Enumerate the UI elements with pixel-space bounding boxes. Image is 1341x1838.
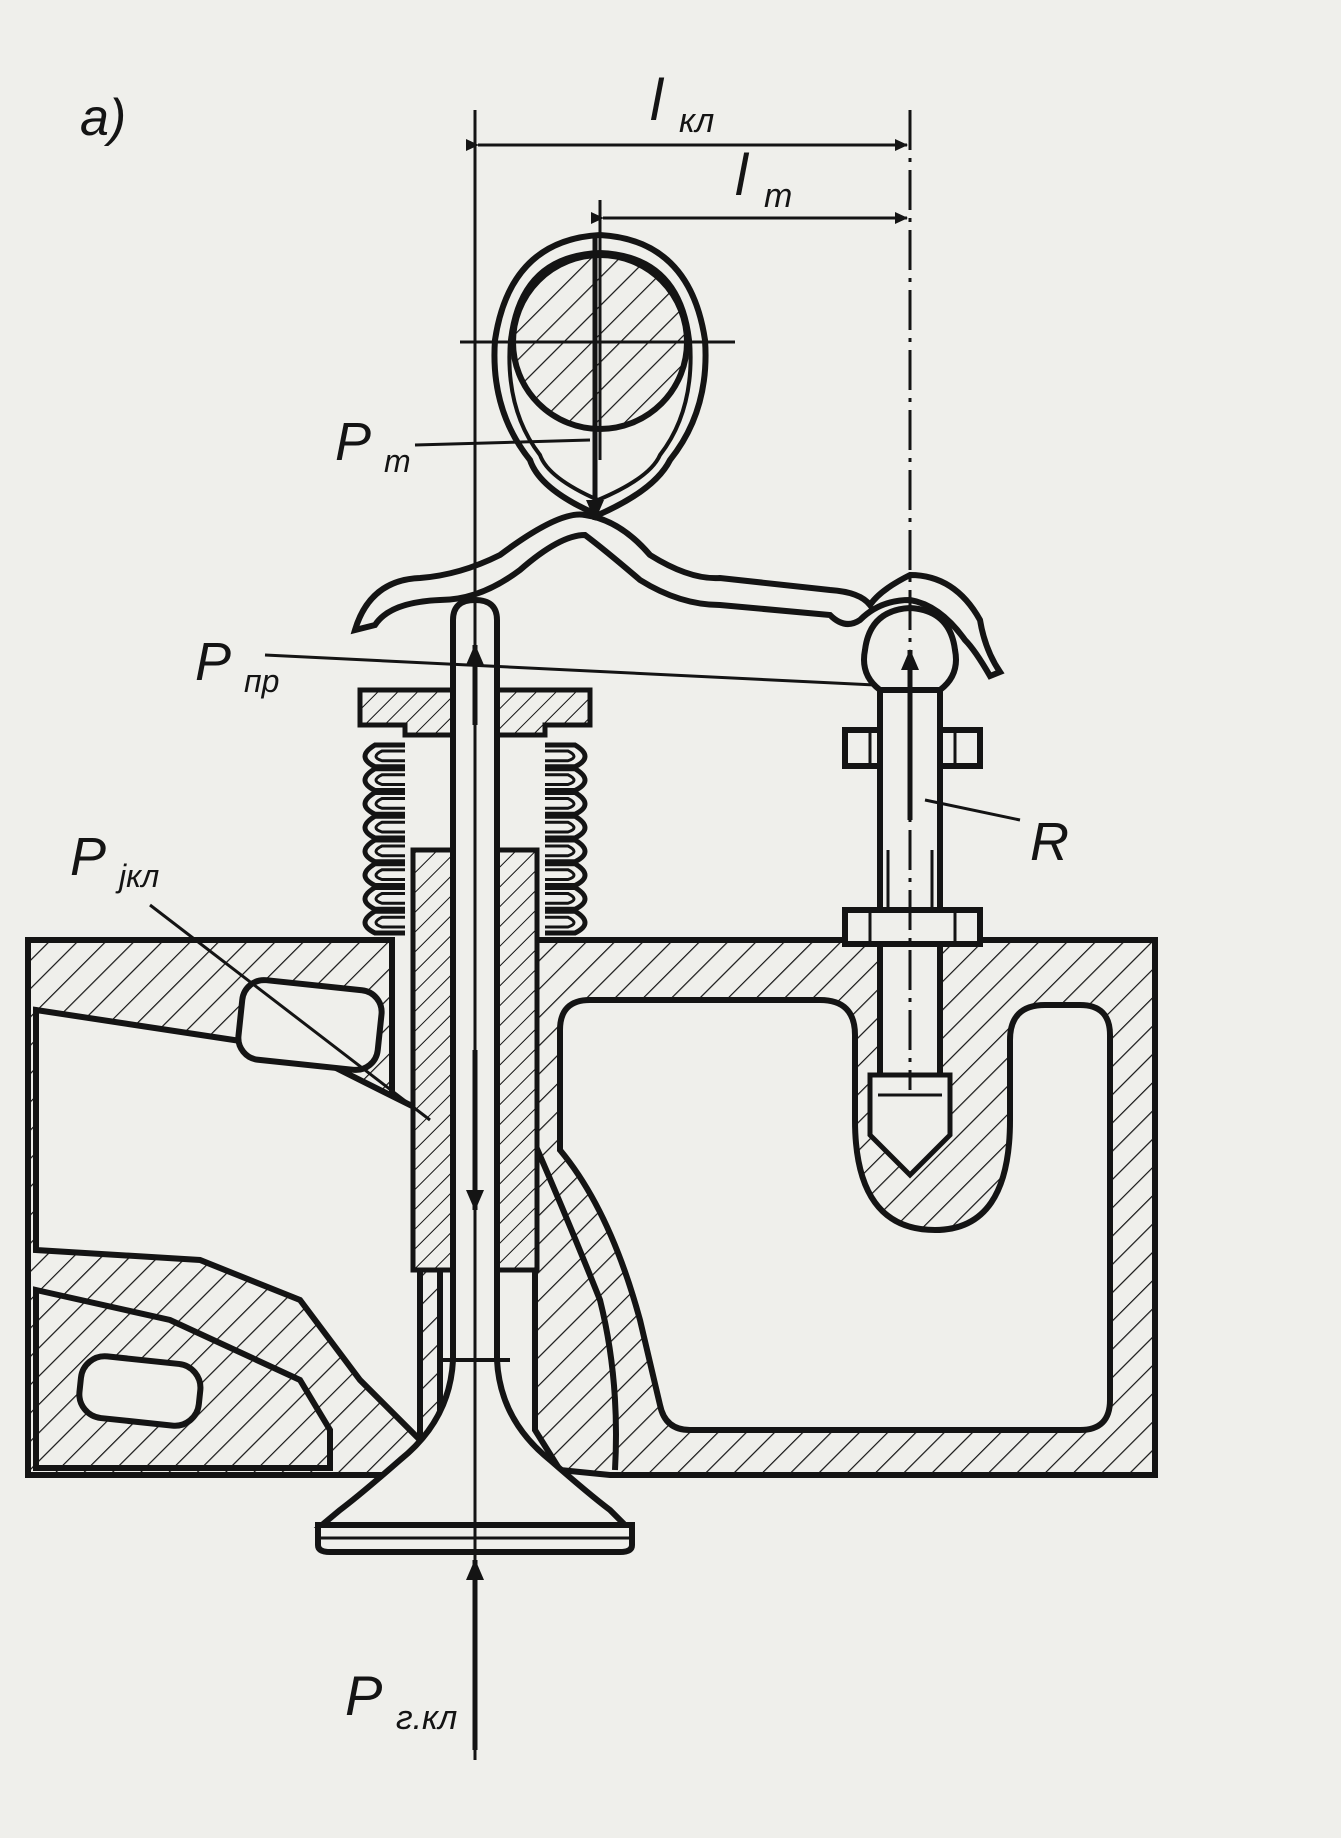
spring-coil-left-inner — [374, 820, 405, 834]
spring-coil-left — [362, 908, 405, 936]
label-P-t-main: P — [335, 412, 371, 472]
leader-P-pr — [264, 653, 876, 687]
label-P-gkl-sub: г.кл — [396, 1699, 457, 1737]
leader-lines — [149, 438, 1021, 1122]
label-P-t: P т — [335, 412, 411, 479]
spring-coil-right-inner — [545, 749, 576, 763]
spring-coil-right — [545, 885, 588, 912]
label-P-gkl: P г.кл — [345, 1664, 457, 1737]
spring-coil-right-inner — [545, 915, 576, 929]
label-l-kl-main: l — [650, 68, 665, 133]
spring-coil-left — [362, 885, 405, 912]
spring-coil-left — [362, 742, 405, 770]
reference-lines — [466, 110, 912, 1760]
spring-coil-left-inner — [374, 915, 405, 929]
spring-coil-right-inner — [545, 773, 576, 786]
rocker-body — [350, 511, 1005, 680]
spring-coil-right — [545, 813, 588, 841]
spring-coil-left-inner — [374, 868, 405, 881]
label-R-main: R — [1030, 812, 1069, 872]
core-hole-lower — [76, 1353, 204, 1429]
cylinder-head — [25, 937, 1158, 1478]
valve-port-throat — [517, 1108, 619, 1471]
leader-P-jkl — [149, 903, 431, 1122]
spring-coil-left — [362, 790, 405, 817]
label-P-gkl-main: P — [345, 1664, 382, 1727]
label-P-jkl: P jкл — [70, 827, 159, 894]
force-arrows — [466, 235, 919, 1750]
spring-coil-left-inner — [374, 773, 405, 786]
spring-coil-right — [545, 861, 588, 888]
label-l-kl-sub: кл — [679, 102, 714, 140]
label-l-kl: l кл — [650, 68, 714, 140]
spring-coil-left — [362, 813, 405, 841]
adjuster-boss — [867, 1072, 953, 1179]
leader-R — [924, 798, 1021, 822]
spring-coil-right-inner — [545, 797, 576, 810]
panel-label: a) — [80, 89, 126, 147]
spring-coil-right-inner — [545, 892, 576, 905]
label-P-t-sub: т — [384, 443, 411, 479]
spring-coil-left — [362, 766, 405, 793]
label-l-t-main: l — [735, 143, 750, 208]
adjuster-nut-lower — [842, 907, 983, 947]
label-l-t-sub: т — [764, 177, 792, 215]
water-jacket — [557, 997, 1113, 1433]
spring-coil-right-inner — [545, 820, 576, 834]
label-P-pr-sub: пр — [244, 663, 279, 699]
spring-coil-right — [545, 742, 588, 770]
spring-coil-right-inner — [545, 868, 576, 881]
core-hole-upper — [235, 977, 385, 1073]
label-P-pr-main: P — [195, 632, 231, 692]
spring-coil-right — [545, 766, 588, 793]
leader-P-t — [414, 438, 591, 447]
spring-coil-left-inner — [374, 797, 405, 810]
label-l-t: l т — [735, 143, 792, 215]
spring-coil-right — [545, 908, 588, 936]
label-P-pr: P пр — [195, 632, 279, 699]
rocker-arm — [350, 205, 1005, 680]
label-P-jkl-sub: jкл — [115, 858, 159, 894]
valve-spring — [362, 742, 588, 936]
spring-coil-left — [362, 861, 405, 888]
spring-coil-left — [362, 837, 405, 865]
label-R: R — [1030, 812, 1069, 872]
spring-coil-right-inner — [545, 844, 576, 858]
spring-coil-left-inner — [374, 749, 405, 763]
spring-coil-left-inner — [374, 892, 405, 905]
spring-coil-right — [545, 837, 588, 865]
spring-coil-right — [545, 790, 588, 817]
spring-coil-left-inner — [374, 844, 405, 858]
adjusting-screw — [842, 604, 983, 1179]
label-P-jkl-main: P — [70, 827, 106, 887]
labels: a) l кл l т P т P пр P jкл R P г.кл — [70, 68, 1069, 1737]
